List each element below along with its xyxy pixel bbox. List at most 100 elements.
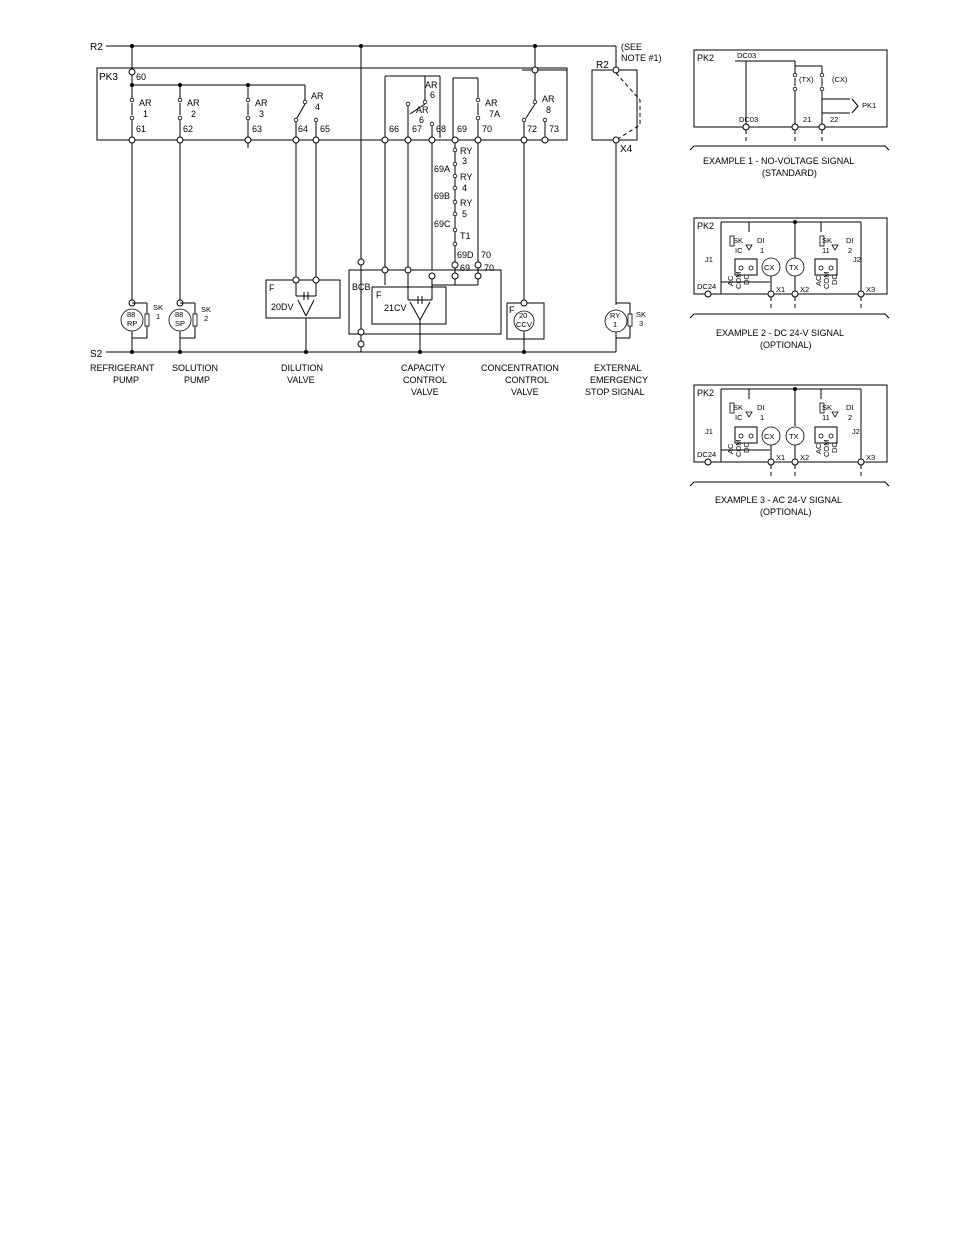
svg-text:CONTROL: CONTROL [403,375,447,385]
example2-panel: PK2 SK DI IC 1 SK DI 11 2 J1 J2 CX TX AC… [689,217,890,350]
svg-text:X2: X2 [800,285,809,294]
svg-text:4: 4 [315,102,320,112]
svg-text:69: 69 [457,124,467,134]
svg-text:60: 60 [136,72,146,82]
example3-caption: EXAMPLE 3 - AC 24-V SIGNAL [715,495,842,505]
svg-text:2: 2 [848,413,852,422]
svg-text:SK: SK [733,403,743,412]
svg-text:7A: 7A [489,109,500,119]
svg-text:COM: COM [734,440,743,458]
example1-panel: PK2 DC03 DC03 (TX) (CX) PK1 21 22 EXAMPL… [689,49,890,178]
svg-text:2: 2 [848,246,852,255]
svg-text:(OPTIONAL): (OPTIONAL) [760,507,812,517]
external-stop-box [591,69,638,141]
svg-text:88: 88 [127,310,135,319]
example3-panel: PK2 SK DI IC 1 SK DI 11 2 J1 J2 CX TX AC… [689,384,890,517]
svg-text:6: 6 [419,115,424,125]
svg-text:VALVE: VALVE [511,387,539,397]
svg-text:DI: DI [846,236,854,245]
svg-text:SP: SP [175,319,185,328]
svg-text:22: 22 [830,115,838,124]
refrigerant-pump-caption: REFRIGERANT [90,363,155,373]
solution-pump-caption: SOLUTION [172,363,218,373]
svg-text:69A: 69A [434,164,450,174]
svg-text:SK: SK [153,303,163,312]
svg-text:1: 1 [143,109,148,119]
svg-text:TX: TX [789,263,799,272]
svg-text:69B: 69B [434,191,450,201]
example1-caption: EXAMPLE 1 - NO-VOLTAGE SIGNAL [703,156,854,166]
svg-text:X3: X3 [866,285,875,294]
svg-text:DI: DI [846,403,854,412]
svg-text:(STANDARD): (STANDARD) [762,168,817,178]
svg-text:2: 2 [191,109,196,119]
svg-text:TX: TX [789,432,799,441]
svg-text:AR: AR [139,98,152,108]
svg-text:SK: SK [822,236,832,245]
svg-text:11: 11 [822,413,830,422]
svg-text:AR: AR [416,105,429,115]
svg-text:63: 63 [252,124,262,134]
contact-ar6a: AR6 [405,76,438,138]
svg-text:1: 1 [156,312,160,321]
svg-text:PUMP: PUMP [113,375,139,385]
svg-text:1: 1 [613,320,617,329]
svg-text:68: 68 [436,124,446,134]
svg-text:3: 3 [639,319,643,328]
svg-text:J2: J2 [852,427,860,436]
svg-text:F: F [269,283,275,293]
svg-text:CX: CX [764,432,774,441]
svg-text:1: 1 [760,413,764,422]
svg-text:DC24: DC24 [697,282,716,291]
svg-text:20: 20 [519,311,527,320]
capacity-valve-caption: CAPACITY [401,363,445,373]
svg-text:70: 70 [482,124,492,134]
svg-text:DC: DC [830,274,839,285]
contact-ar6b: AR6 [416,76,441,138]
svg-text:4: 4 [462,183,467,193]
svg-text:1: 1 [760,246,764,255]
svg-text:F: F [509,305,515,315]
svg-text:STOP SIGNAL: STOP SIGNAL [585,387,645,397]
contact-ar8: AR8 [521,73,555,138]
concentration-valve-caption: CONCENTRATION [481,363,559,373]
main-schematic: R2 S2 PK3 R2 (SEE NOTE #1) X4 AR1 [90,42,662,397]
svg-text:AR: AR [425,80,438,90]
svg-text:70: 70 [484,263,494,273]
capacity-valve-label: 21CV [384,303,407,313]
svg-text:PK2: PK2 [697,221,714,231]
svg-text:69D: 69D [457,250,474,260]
svg-text:COM: COM [734,272,743,290]
svg-text:3: 3 [259,109,264,119]
svg-text:72: 72 [527,124,537,134]
terminal [531,66,539,74]
svg-text:(CX): (CX) [832,75,848,84]
svg-text:2: 2 [204,314,208,323]
svg-text:5: 5 [462,209,467,219]
svg-text:IC: IC [735,413,743,422]
svg-text:SK: SK [733,236,743,245]
svg-text:EMERGENCY: EMERGENCY [590,375,648,385]
svg-text:AR: AR [311,91,324,101]
svg-text:73: 73 [549,124,559,134]
capacity-valve-box [371,286,447,325]
note-label: (SEE [621,42,642,52]
svg-text:CCV: CCV [516,320,532,329]
svg-text:AC: AC [814,275,823,286]
svg-text:AR: AR [255,98,268,108]
svg-text:X1: X1 [776,285,785,294]
x4-label: X4 [620,144,633,155]
ry-contact-chain: RY3 69A RY4 69B RY5 69C T1 69D 70 [434,143,491,262]
svg-text:21: 21 [803,115,811,124]
svg-text:SK: SK [636,310,646,319]
svg-text:J1: J1 [705,427,713,436]
terminal [128,68,136,76]
svg-text:T1: T1 [460,231,471,241]
svg-text:61: 61 [136,124,146,134]
svg-text:DC24: DC24 [697,450,716,459]
svg-text:69: 69 [460,263,470,273]
svg-text:PK2: PK2 [697,388,714,398]
bcb-box [348,269,502,335]
